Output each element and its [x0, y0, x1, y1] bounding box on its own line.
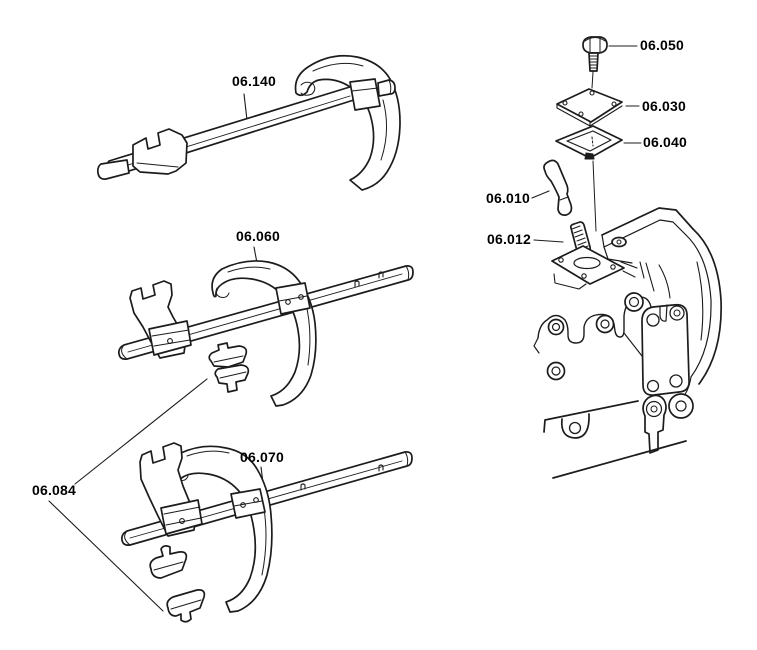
- fork-blade-highlight: [312, 62, 387, 161]
- part-label-06-010: 06.010: [486, 190, 531, 206]
- part-label-06-012: 06.012: [487, 231, 532, 247]
- gasket-06-040: [555, 125, 623, 232]
- plate-hole: [611, 101, 617, 107]
- fork-blade-06-070: [170, 445, 273, 613]
- leader-lines: [48, 45, 642, 612]
- housing-center-plate: [641, 303, 690, 396]
- plate-hole: [562, 100, 568, 106]
- flange-hole: [568, 421, 582, 435]
- gasket-tab: [584, 152, 595, 160]
- plate-ear-hole: [669, 374, 683, 388]
- housing-lower-flange: [543, 400, 687, 479]
- plate-ear-hole: [646, 313, 660, 327]
- leader-line-06-140: [243, 93, 248, 121]
- fork-tip-curl: [300, 81, 316, 96]
- housing-comb-band: [533, 292, 652, 381]
- boss-ring: [546, 292, 644, 381]
- mount-hole: [558, 257, 564, 263]
- clamp-pin: [179, 518, 185, 524]
- shaft-notches: [300, 464, 384, 491]
- fork-blade-06-140: [294, 54, 401, 191]
- slider-pad-lower: [214, 364, 250, 393]
- plate-ear-hole: [646, 379, 660, 393]
- plate-thickness: [556, 103, 623, 127]
- bolt-threads: [588, 55, 599, 69]
- lever-06-010: [543, 159, 573, 216]
- leader-line-06-012: [533, 239, 564, 243]
- selector-mount-plate: [551, 245, 638, 290]
- mount-hole: [581, 273, 587, 279]
- center-plate-face: [641, 303, 690, 396]
- clamp-rivet: [298, 294, 304, 300]
- gearbox-housing: [533, 207, 722, 479]
- fork-assembly-06-070: [121, 442, 413, 623]
- part-label-06-030: 06.030: [642, 98, 687, 114]
- slider-pad-upper: [208, 342, 248, 368]
- fork-assembly-06-140: [96, 54, 401, 191]
- cover-plate-06-030: [556, 88, 623, 132]
- mount-plate-face: [551, 245, 625, 285]
- lug-ring: [668, 393, 694, 419]
- part-label-06-084: 06.084: [32, 482, 77, 498]
- gasket-outline: [555, 125, 623, 159]
- housing-top-arm: [601, 207, 694, 299]
- leader-line-06-084-upper: [74, 378, 208, 485]
- housing-bottom-edge: [552, 440, 687, 479]
- leader-line-06-084-lower: [48, 500, 164, 612]
- part-label-06-140: 06.140: [232, 73, 277, 89]
- part-label-06-060: 06.060: [236, 228, 281, 244]
- stem-tab: [642, 394, 667, 454]
- bolt-06-050: [582, 36, 608, 89]
- clamp-rivet: [285, 299, 291, 305]
- leader-line-06-010: [531, 190, 550, 199]
- flange-u-tab: [560, 413, 590, 439]
- housing-lower-lugs: [642, 393, 694, 454]
- arm-boss: [611, 236, 627, 248]
- clamp-rivet: [240, 502, 246, 508]
- stack-axis-line: [592, 160, 597, 232]
- shaft-end-left: [96, 159, 130, 180]
- part-label-06-070: 06.070: [240, 449, 285, 465]
- plate-ear-hole: [669, 305, 685, 321]
- shaft-notches: [354, 271, 384, 288]
- clamp-rivet: [253, 497, 259, 503]
- mount-hole: [610, 264, 616, 270]
- part-label-06-050: 06.050: [640, 37, 685, 53]
- gasket-opening: [566, 130, 612, 152]
- clamp-pin: [167, 338, 173, 344]
- plate-hole: [589, 90, 595, 96]
- stack-axis-line: [591, 71, 594, 89]
- bolt-head: [582, 36, 608, 54]
- wedge-pad-06-084-a: [149, 545, 188, 579]
- fork-collar-06-140: [349, 78, 381, 111]
- spring-coils: [571, 225, 589, 250]
- part-label-06-040: 06.040: [643, 134, 688, 150]
- mount-plate-opening: [573, 256, 601, 270]
- lug-bracket-06-140: [132, 128, 188, 175]
- wedge-pad-06-084-b: [166, 589, 206, 623]
- shaft-end-right: [377, 79, 396, 97]
- fork-assembly-06-060: [118, 260, 414, 407]
- plate-hole: [578, 111, 584, 117]
- jaw-clamp-band: [148, 320, 192, 356]
- lever-body: [543, 159, 573, 216]
